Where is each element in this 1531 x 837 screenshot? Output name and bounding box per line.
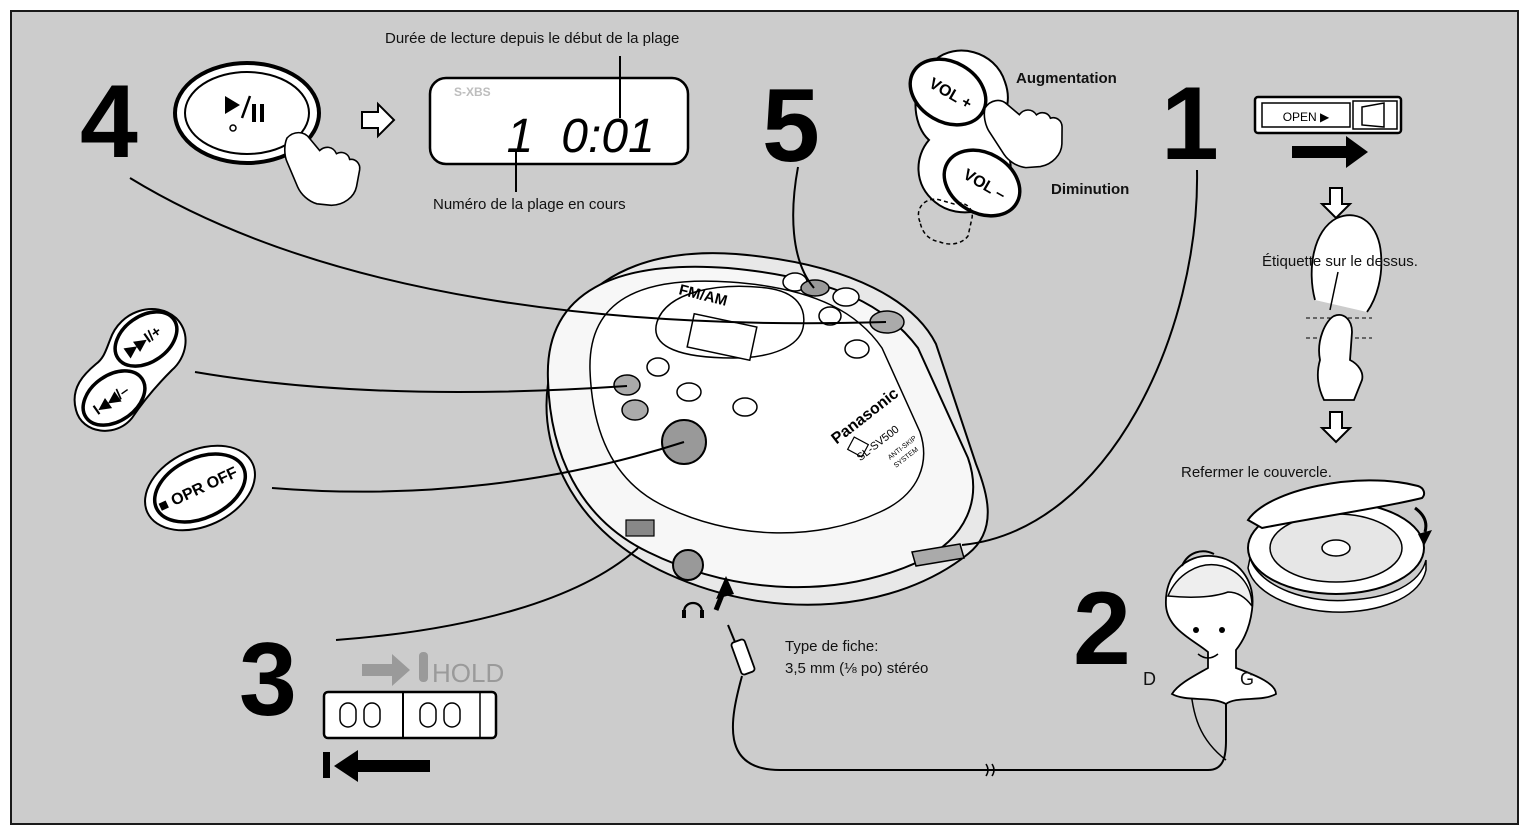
- volume-up-caption: Augmentation: [1016, 70, 1117, 87]
- headphone-plug-illustration: [713, 576, 1227, 777]
- left-ear-label: G: [1240, 669, 1255, 689]
- leader-lines: [129, 166, 1199, 641]
- slide-left-arrow-icon: [323, 752, 330, 778]
- display-time: 0:01: [561, 110, 654, 163]
- listener-head-illustration: [1165, 550, 1277, 706]
- display-brand: S-XBS: [454, 85, 491, 99]
- hold-switch-illustration: [322, 652, 498, 782]
- arrow-down-icon: [1319, 187, 1353, 220]
- step-number-4: 4: [80, 64, 138, 180]
- label-side-caption: Étiquette sur le dessus.: [1262, 253, 1418, 270]
- step-number-2: 2: [1073, 571, 1131, 687]
- skip-buttons-illustration: [73, 308, 187, 432]
- display-track: 1: [507, 110, 534, 163]
- step-number-5: 5: [762, 68, 820, 184]
- disc-label-illustration: [1306, 214, 1383, 401]
- hold-label: HOLD: [432, 658, 504, 688]
- stop-off-button-illustration: [144, 444, 256, 532]
- elapsed-time-caption: Durée de lecture depuis le début de la p…: [385, 30, 680, 47]
- plug-size-caption: 3,5 mm (⅛ po) stéréo: [785, 660, 929, 677]
- play-pause-button-illustration: [173, 61, 367, 213]
- right-ear-label: D: [1143, 669, 1156, 689]
- cd-player-illustration: [545, 252, 989, 606]
- headphone-icon: [682, 601, 704, 618]
- arrow-down-icon: [1319, 411, 1353, 444]
- current-track-caption: Numéro de la plage en cours: [433, 196, 626, 213]
- closing-lid-illustration: [1246, 479, 1432, 613]
- arrow-right-icon: [361, 101, 396, 139]
- lcd-display: [428, 76, 690, 166]
- close-lid-caption: Refermer le couvercle.: [1181, 464, 1332, 481]
- volume-buttons-illustration: [908, 49, 1074, 245]
- volume-down-caption: Diminution: [1051, 181, 1130, 198]
- step-number-3: 3: [239, 622, 297, 738]
- open-slider-illustration: [1253, 95, 1403, 168]
- step-number-1: 1: [1161, 66, 1219, 182]
- open-slider-label: OPEN ▶: [1283, 110, 1330, 124]
- plug-type-caption: Type de fiche:: [785, 638, 879, 655]
- slide-right-arrow-icon: [1292, 136, 1368, 168]
